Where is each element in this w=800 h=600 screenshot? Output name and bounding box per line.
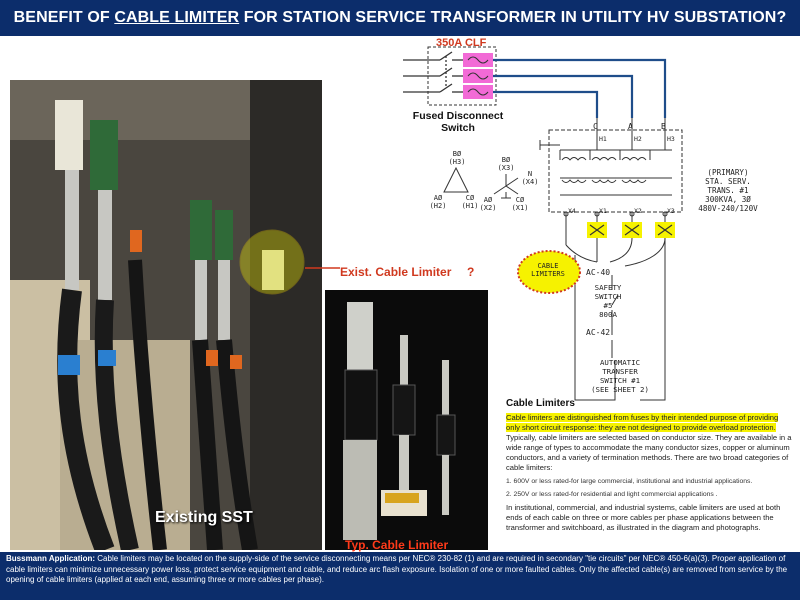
wye-left-sub: (X2) bbox=[479, 204, 497, 212]
description-item-2: 2. 250V or less rated-for residential an… bbox=[506, 491, 718, 498]
clf-rating-label: 350A CLF bbox=[436, 37, 487, 49]
transformer-box bbox=[548, 129, 683, 213]
description-p1-rest: Typically, cable limiters are selected b… bbox=[506, 433, 792, 472]
wye-left: AØ bbox=[483, 196, 493, 204]
ats-line-1: AUTOMATIC bbox=[599, 358, 641, 367]
ac40-label: AC-40 bbox=[586, 268, 611, 277]
phase-b-label: B bbox=[661, 122, 666, 131]
ats-line-3: SWITCH #1 bbox=[599, 376, 641, 385]
delta-left: AØ bbox=[433, 194, 443, 202]
sst-photo-art bbox=[10, 80, 322, 550]
delta-top-label: BØ(H3) bbox=[447, 150, 467, 166]
ats-label: AUTOMATIC TRANSFER SWITCH #1 (SEE SHEET … bbox=[580, 358, 660, 394]
wye-right-sub: (X1) bbox=[511, 204, 529, 212]
phase-c-label: C bbox=[593, 122, 598, 131]
nameplate-line-5: 480V-240/120V bbox=[698, 204, 758, 213]
wye-n: N bbox=[527, 170, 533, 178]
feeder-wires bbox=[493, 58, 667, 118]
existing-sst-label: Existing SST bbox=[155, 509, 253, 526]
term-h3: H3 bbox=[667, 135, 675, 143]
wye-right: CØ bbox=[515, 196, 525, 204]
ac42-label: AC-42 bbox=[586, 328, 611, 337]
existing-sst-photo bbox=[10, 80, 322, 550]
safety-line-2: SWITCH bbox=[594, 292, 622, 301]
fds-line-2: Switch bbox=[441, 122, 475, 134]
description-paragraph-1: Cable limiters are distinguished from fu… bbox=[506, 413, 794, 473]
delta-left-label: AØ(H2) bbox=[428, 194, 448, 210]
vector-diagrams bbox=[443, 166, 519, 199]
secondary-terminals bbox=[563, 211, 668, 245]
term-x2: X2 bbox=[634, 207, 642, 215]
wye-left-label: AØ(X2) bbox=[478, 196, 498, 212]
diagram-cable-limiters bbox=[587, 222, 675, 238]
typical-cable-limiter-label: Typ. Cable Limiter bbox=[345, 538, 449, 552]
term-x1: X1 bbox=[599, 207, 607, 215]
cable-limiters-tag: CABLE LIMITERS bbox=[528, 262, 568, 278]
title-bar: BENEFIT OF CABLE LIMITER FOR STATION SER… bbox=[0, 0, 800, 36]
limiter-photo-art bbox=[325, 290, 488, 550]
fds-line-1: Fused Disconnect bbox=[412, 110, 504, 122]
transformer-windings bbox=[539, 118, 672, 196]
page-title: BENEFIT OF CABLE LIMITER FOR STATION SER… bbox=[14, 9, 787, 27]
typical-cable-limiter-photo bbox=[325, 290, 488, 550]
delta-top: BØ bbox=[452, 150, 462, 158]
one-line-diagram bbox=[239, 46, 683, 401]
wye-top-sub: (X3) bbox=[497, 164, 515, 172]
delta-right-label: CØ(H1) bbox=[460, 194, 480, 210]
delta-right: CØ bbox=[465, 194, 475, 202]
incoming-lines bbox=[403, 59, 440, 93]
footer-bold: Bussmann Application: bbox=[6, 554, 96, 563]
safety-switch-label: SAFETY SWITCH #5 800A bbox=[578, 283, 638, 319]
secondary-bus bbox=[565, 237, 666, 401]
term-x4: X4 bbox=[568, 207, 576, 215]
nameplate-line-2: STA. SERV. bbox=[705, 177, 751, 186]
callout-connector bbox=[239, 229, 581, 295]
description-paragraph-2: In institutional, commercial, and indust… bbox=[506, 503, 781, 532]
disconnect-switch bbox=[439, 51, 465, 93]
term-x3: X3 bbox=[667, 207, 675, 215]
question-mark: ? bbox=[467, 265, 475, 279]
clf-fuses bbox=[463, 53, 493, 99]
title-part-2: FOR STATION SERVICE TRANSFORMER IN UTILI… bbox=[239, 9, 787, 26]
wye-n-sub: (X4) bbox=[521, 178, 539, 186]
transformer-nameplate: (PRIMARY) STA. SERV. TRANS. #1 300KVA, 3… bbox=[689, 168, 767, 213]
cl-tag-line-2: LIMITERS bbox=[531, 270, 565, 278]
ats-line-4: (SEE SHEET 2) bbox=[591, 385, 649, 394]
nameplate-line-1: (PRIMARY) bbox=[707, 168, 749, 177]
safety-line-3: #5 bbox=[603, 301, 613, 310]
ats-line-2: TRANSFER bbox=[602, 367, 638, 376]
footer-note: Bussmann Application: Cable limiters may… bbox=[0, 552, 800, 600]
title-underlined: CABLE LIMITER bbox=[114, 9, 240, 26]
description-heading: Cable Limiters bbox=[506, 398, 575, 409]
description-item-1: 1. 600V or less rated-for large commerci… bbox=[506, 478, 753, 485]
cl-tag-line-1: CABLE bbox=[537, 262, 559, 270]
delta-top-sub: (H3) bbox=[448, 158, 466, 166]
safety-line-4: 800A bbox=[599, 310, 617, 319]
wye-n-label: N(X4) bbox=[520, 170, 540, 186]
footer-text: Cable limiters may be located on the sup… bbox=[6, 554, 788, 584]
delta-right-sub: (H1) bbox=[461, 202, 479, 210]
cable-limiters-description: Cable Limiters Cable limiters are distin… bbox=[506, 398, 794, 537]
nameplate-line-4: 300KVA, 3Ø bbox=[705, 195, 751, 204]
wye-top-label: BØ(X3) bbox=[496, 156, 516, 172]
existing-cable-limiter-label: Exist. Cable Limiter bbox=[340, 265, 452, 279]
description-highlight: Cable limiters are distinguished from fu… bbox=[506, 413, 779, 432]
term-h1: H1 bbox=[599, 135, 607, 143]
safety-line-1: SAFETY bbox=[594, 283, 622, 292]
delta-left-sub: (H2) bbox=[429, 202, 447, 210]
fused-disconnect-label: Fused Disconnect Switch bbox=[408, 110, 508, 134]
title-part-1: BENEFIT OF bbox=[13, 9, 115, 26]
wye-right-label: CØ(X1) bbox=[510, 196, 530, 212]
term-h2: H2 bbox=[634, 135, 642, 143]
nameplate-line-3: TRANS. #1 bbox=[707, 186, 749, 195]
wye-top: BØ bbox=[501, 156, 511, 164]
phase-a-label: A bbox=[628, 122, 633, 131]
